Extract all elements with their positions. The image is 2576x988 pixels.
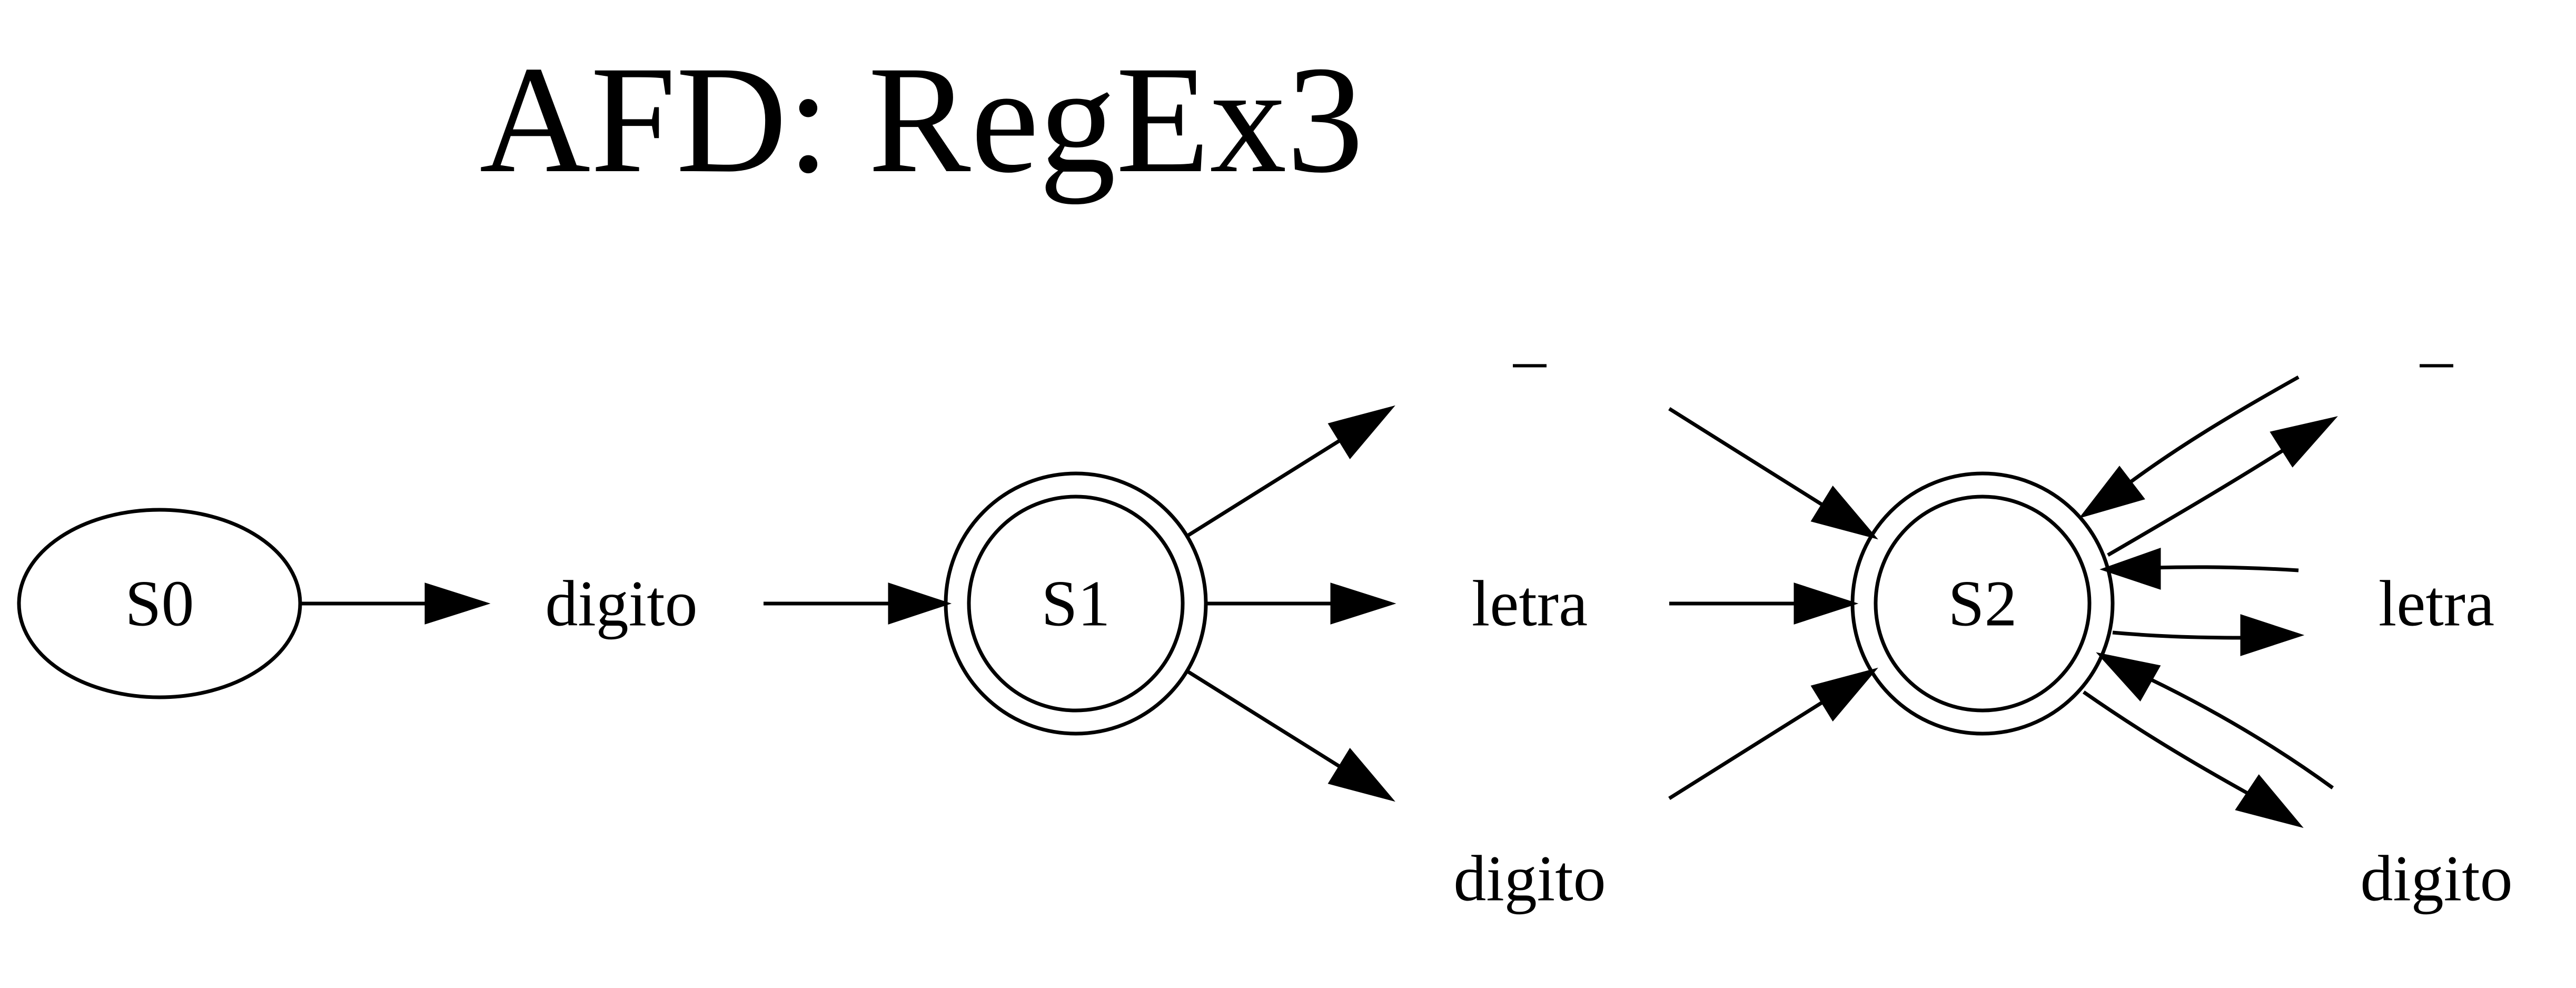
symbol-underscore-s1-s2: _ — [1513, 301, 1547, 373]
symbol-digito-s1-s2: digito — [1453, 843, 1606, 915]
arrowhead — [424, 582, 491, 625]
edge-s1-to-underscore — [1186, 405, 1395, 538]
state-s2-label: S2 — [1948, 568, 2017, 640]
edge-letra-to-s2-return — [2099, 548, 2299, 590]
state-s1-label: S1 — [1042, 568, 1111, 640]
diagram-title: AFD: RegEx3 — [480, 35, 1364, 205]
edge-digito-to-s2-return — [2096, 652, 2334, 789]
arrowhead — [1794, 582, 1859, 625]
arrowhead — [1327, 748, 1395, 802]
arrowhead — [1810, 667, 1878, 722]
arrowhead — [888, 582, 952, 625]
arrowhead — [1810, 486, 1878, 540]
edge-letra-to-s2 — [1669, 582, 1859, 625]
symbol-letra-s1-s2: letra — [1472, 568, 1588, 640]
arrowhead — [1327, 405, 1395, 459]
symbol-underscore-s2-loop: _ — [2420, 301, 2453, 373]
symbol-letra-s2-loop: letra — [2379, 568, 2494, 640]
arrowhead — [2270, 416, 2338, 468]
arrowhead — [2096, 652, 2161, 702]
arrowhead — [2078, 466, 2145, 519]
edge-s1-to-digito — [1186, 669, 1395, 802]
edge-s2-to-underscore — [2107, 416, 2338, 557]
edge-s1-to-letra — [1206, 582, 1396, 625]
edge-s2-to-letra — [2112, 614, 2305, 656]
state-s2-inner-ring — [1874, 495, 2092, 713]
edge-underscore-to-s2 — [1668, 407, 1878, 540]
edge-digito-to-s1 — [764, 582, 952, 625]
state-s2: S2 — [1850, 471, 2115, 736]
state-s1-inner-ring — [967, 495, 1185, 713]
state-s0-shape — [17, 508, 302, 699]
arrowhead — [2235, 774, 2304, 828]
state-s0-label: S0 — [125, 568, 194, 640]
state-s1: S1 — [944, 471, 1208, 736]
edge-s0-to-digito — [301, 582, 491, 625]
edge-digito-to-s2 — [1668, 667, 1878, 800]
arrowhead — [1330, 582, 1396, 625]
edge-underscore-to-s2-return — [2078, 375, 2300, 519]
symbol-digito-s2-loop: digito — [2360, 843, 2512, 915]
state-s0: S0 — [17, 508, 302, 699]
arrowhead — [2099, 548, 2161, 590]
symbol-digito-s0-s1: digito — [545, 568, 697, 640]
arrowhead — [2240, 614, 2305, 656]
edge-s2-to-digito — [2082, 690, 2304, 828]
